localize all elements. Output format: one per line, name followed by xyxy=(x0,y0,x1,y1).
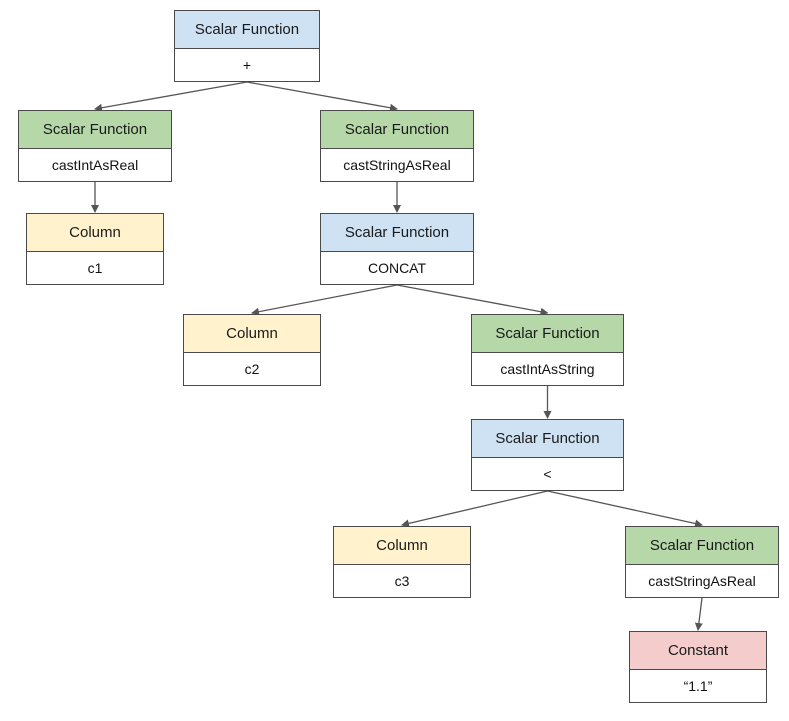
node-constant-1-1: Constant “1.1” xyxy=(629,631,767,703)
node-scalar-function-less-than: Scalar Function < xyxy=(471,419,624,491)
node-type-label: Constant xyxy=(630,632,766,670)
node-value-label: < xyxy=(543,466,552,482)
node-value-label: c3 xyxy=(394,573,410,589)
edge-n8-to-n9 xyxy=(401,490,548,528)
node-value-label: + xyxy=(242,57,252,73)
node-scalar-function-castintasreal: Scalar Function castIntAsReal xyxy=(18,110,172,182)
node-value-label: castIntAsReal xyxy=(51,157,139,173)
node-column-c2: Column c2 xyxy=(183,314,321,386)
node-type-label: Column xyxy=(27,214,163,252)
node-column-c3: Column c3 xyxy=(333,526,471,598)
edge-n5-to-n7 xyxy=(396,284,549,316)
node-scalar-function-concat: Scalar Function CONCAT xyxy=(320,213,474,285)
node-type-label: Scalar Function xyxy=(472,420,623,458)
node-value-label: CONCAT xyxy=(367,260,427,276)
node-value-label: castIntAsString xyxy=(500,361,595,377)
node-type-label: Scalar Function xyxy=(321,111,473,149)
node-value-label: c1 xyxy=(87,260,103,276)
node-type-label: Scalar Function xyxy=(175,11,319,49)
node-type-label: Column xyxy=(334,527,470,565)
node-type-label: Scalar Function xyxy=(321,214,473,252)
node-type-label: Column xyxy=(184,315,320,353)
node-scalar-function-plus: Scalar Function + xyxy=(174,10,320,82)
edge-n8-to-n10 xyxy=(547,490,703,528)
node-type-label: Scalar Function xyxy=(626,527,778,565)
edge-n1-to-n3 xyxy=(246,81,398,112)
node-type-label: Scalar Function xyxy=(472,315,623,353)
edge-n10-to-n11 xyxy=(694,597,703,631)
node-scalar-function-caststringasreal-2: Scalar Function castStringAsReal xyxy=(625,526,779,598)
node-value-label: castStringAsReal xyxy=(343,157,451,173)
edge-n5-to-n6 xyxy=(251,284,398,316)
node-scalar-function-castintasstring: Scalar Function castIntAsString xyxy=(471,314,624,386)
node-type-label: Scalar Function xyxy=(19,111,171,149)
node-column-c1: Column c1 xyxy=(26,213,164,285)
node-value-label: c2 xyxy=(244,361,260,377)
edge-n1-to-n2 xyxy=(94,81,248,112)
node-scalar-function-caststringasreal: Scalar Function castStringAsReal xyxy=(320,110,474,182)
node-value-label: “1.1” xyxy=(683,678,713,694)
node-value-label: castStringAsReal xyxy=(648,573,756,589)
